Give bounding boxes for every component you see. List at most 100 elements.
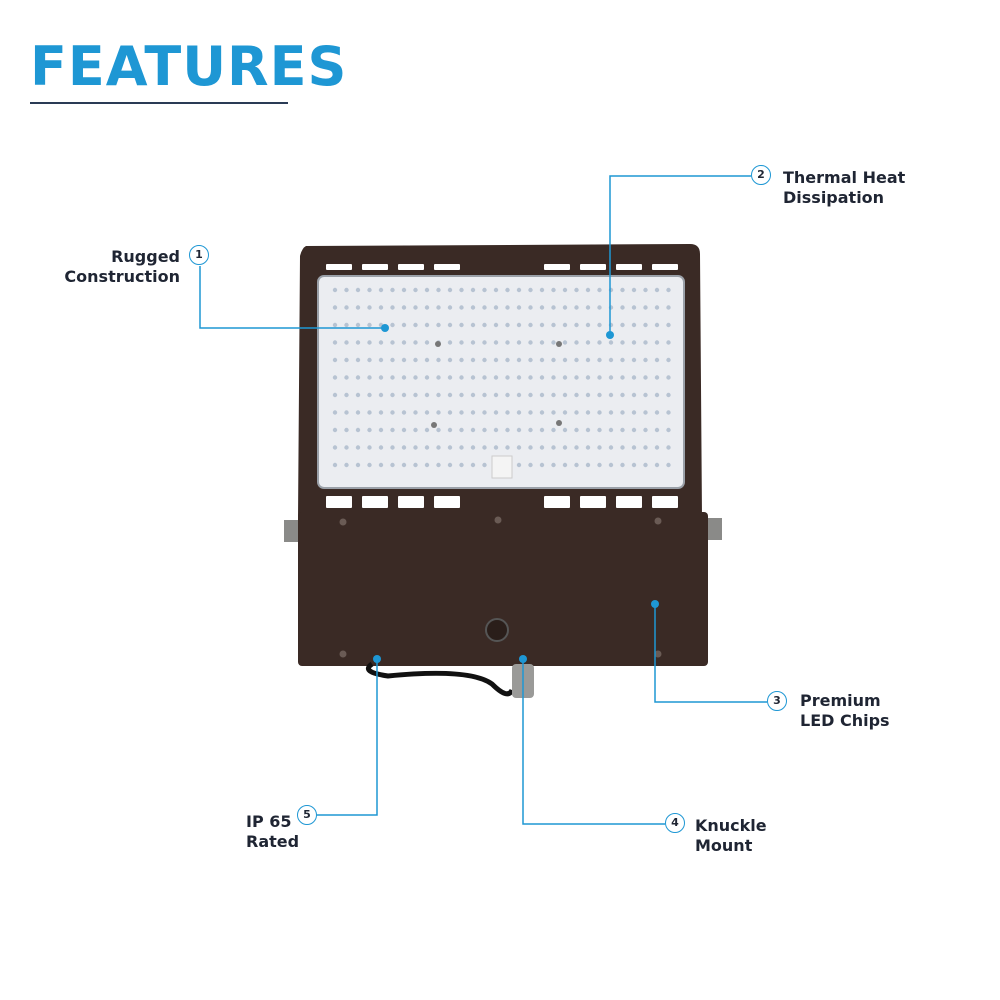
led-chip (413, 322, 418, 328)
led-chip (493, 287, 499, 293)
led-chip (424, 357, 430, 363)
led-lens-panel (317, 275, 685, 489)
led-chip (459, 305, 464, 310)
led-chip (332, 427, 338, 433)
led-chip (413, 445, 418, 450)
led-chip (436, 375, 441, 380)
led-chip (447, 410, 453, 415)
led-chip (367, 427, 372, 433)
led-chip (666, 392, 671, 398)
led-chip (620, 427, 625, 433)
led-chip (470, 410, 476, 415)
led-chip (401, 410, 407, 415)
led-chip (608, 462, 614, 468)
callout-dot-3 (651, 600, 659, 608)
led-chip (355, 427, 361, 433)
led-chip (574, 392, 579, 398)
lens-screw (431, 422, 437, 428)
led-chip (643, 357, 648, 363)
led-chip (482, 375, 487, 380)
photocell-port (485, 618, 509, 642)
led-chip (574, 305, 579, 310)
led-chip (367, 462, 372, 468)
led-chip (516, 427, 522, 433)
led-chip (551, 462, 556, 468)
led-chip (585, 322, 591, 328)
led-chip (367, 340, 372, 345)
led-chip (585, 287, 591, 293)
led-chip (539, 445, 545, 450)
led-chip (482, 322, 487, 328)
vent-slot (398, 264, 424, 270)
power-cable (366, 661, 515, 697)
led-chip (401, 445, 407, 450)
led-chip (562, 462, 568, 468)
led-chip (643, 462, 648, 468)
led-chip (390, 462, 395, 468)
vent-slot (580, 264, 606, 270)
led-chip (447, 305, 453, 310)
led-chip (597, 322, 602, 328)
callout-line-5 (317, 659, 378, 816)
led-chip (413, 305, 418, 310)
led-chip (332, 305, 338, 310)
vent-slot (434, 496, 460, 508)
led-chip (378, 427, 384, 433)
led-chip (597, 410, 602, 415)
top-vent-slots (326, 264, 678, 270)
page-title: FEATURES (30, 35, 348, 98)
led-chip (539, 287, 545, 293)
led-chip (332, 375, 338, 380)
led-chip (390, 410, 395, 415)
led-chip (654, 445, 660, 450)
driver-box (298, 512, 708, 666)
led-chip (562, 427, 568, 433)
led-chip (585, 462, 591, 468)
callout-line-1 (199, 266, 385, 329)
led-chip (390, 357, 395, 363)
led-chip (574, 410, 579, 415)
led-chip (654, 462, 660, 468)
led-chip (424, 375, 430, 380)
led-chip (436, 287, 441, 293)
led-chip (631, 322, 637, 328)
led-chip (505, 445, 510, 450)
led-chip (551, 322, 556, 328)
led-chip (505, 410, 510, 415)
led-chip (620, 410, 625, 415)
led-chip (654, 322, 660, 328)
led-chip (436, 445, 441, 450)
led-chip (562, 445, 568, 450)
led-chip (597, 462, 602, 468)
led-chip (344, 375, 349, 380)
led-chip (355, 357, 361, 363)
led-chip (505, 340, 510, 345)
feature-badge-2: 2 (751, 165, 771, 185)
led-chip (539, 392, 545, 398)
led-chip (539, 340, 545, 345)
led-chip (666, 410, 671, 415)
led-chip (654, 410, 660, 415)
led-chip (378, 287, 384, 293)
led-chip (562, 375, 568, 380)
led-chip (447, 287, 453, 293)
led-chip (367, 305, 372, 310)
led-chip (332, 410, 338, 415)
led-chip (482, 462, 487, 468)
led-chip (551, 392, 556, 398)
led-chip (666, 427, 671, 433)
led-chip (355, 340, 361, 345)
led-chip (367, 392, 372, 398)
led-chip (332, 340, 338, 345)
led-chip (516, 392, 522, 398)
led-chip (390, 375, 395, 380)
led-chip (332, 392, 338, 398)
led-chip (332, 287, 338, 293)
led-chip (539, 410, 545, 415)
led-chip (390, 427, 395, 433)
led-chip (551, 427, 556, 433)
led-chip (631, 305, 637, 310)
led-chip (447, 340, 453, 345)
title-underline (30, 102, 288, 104)
